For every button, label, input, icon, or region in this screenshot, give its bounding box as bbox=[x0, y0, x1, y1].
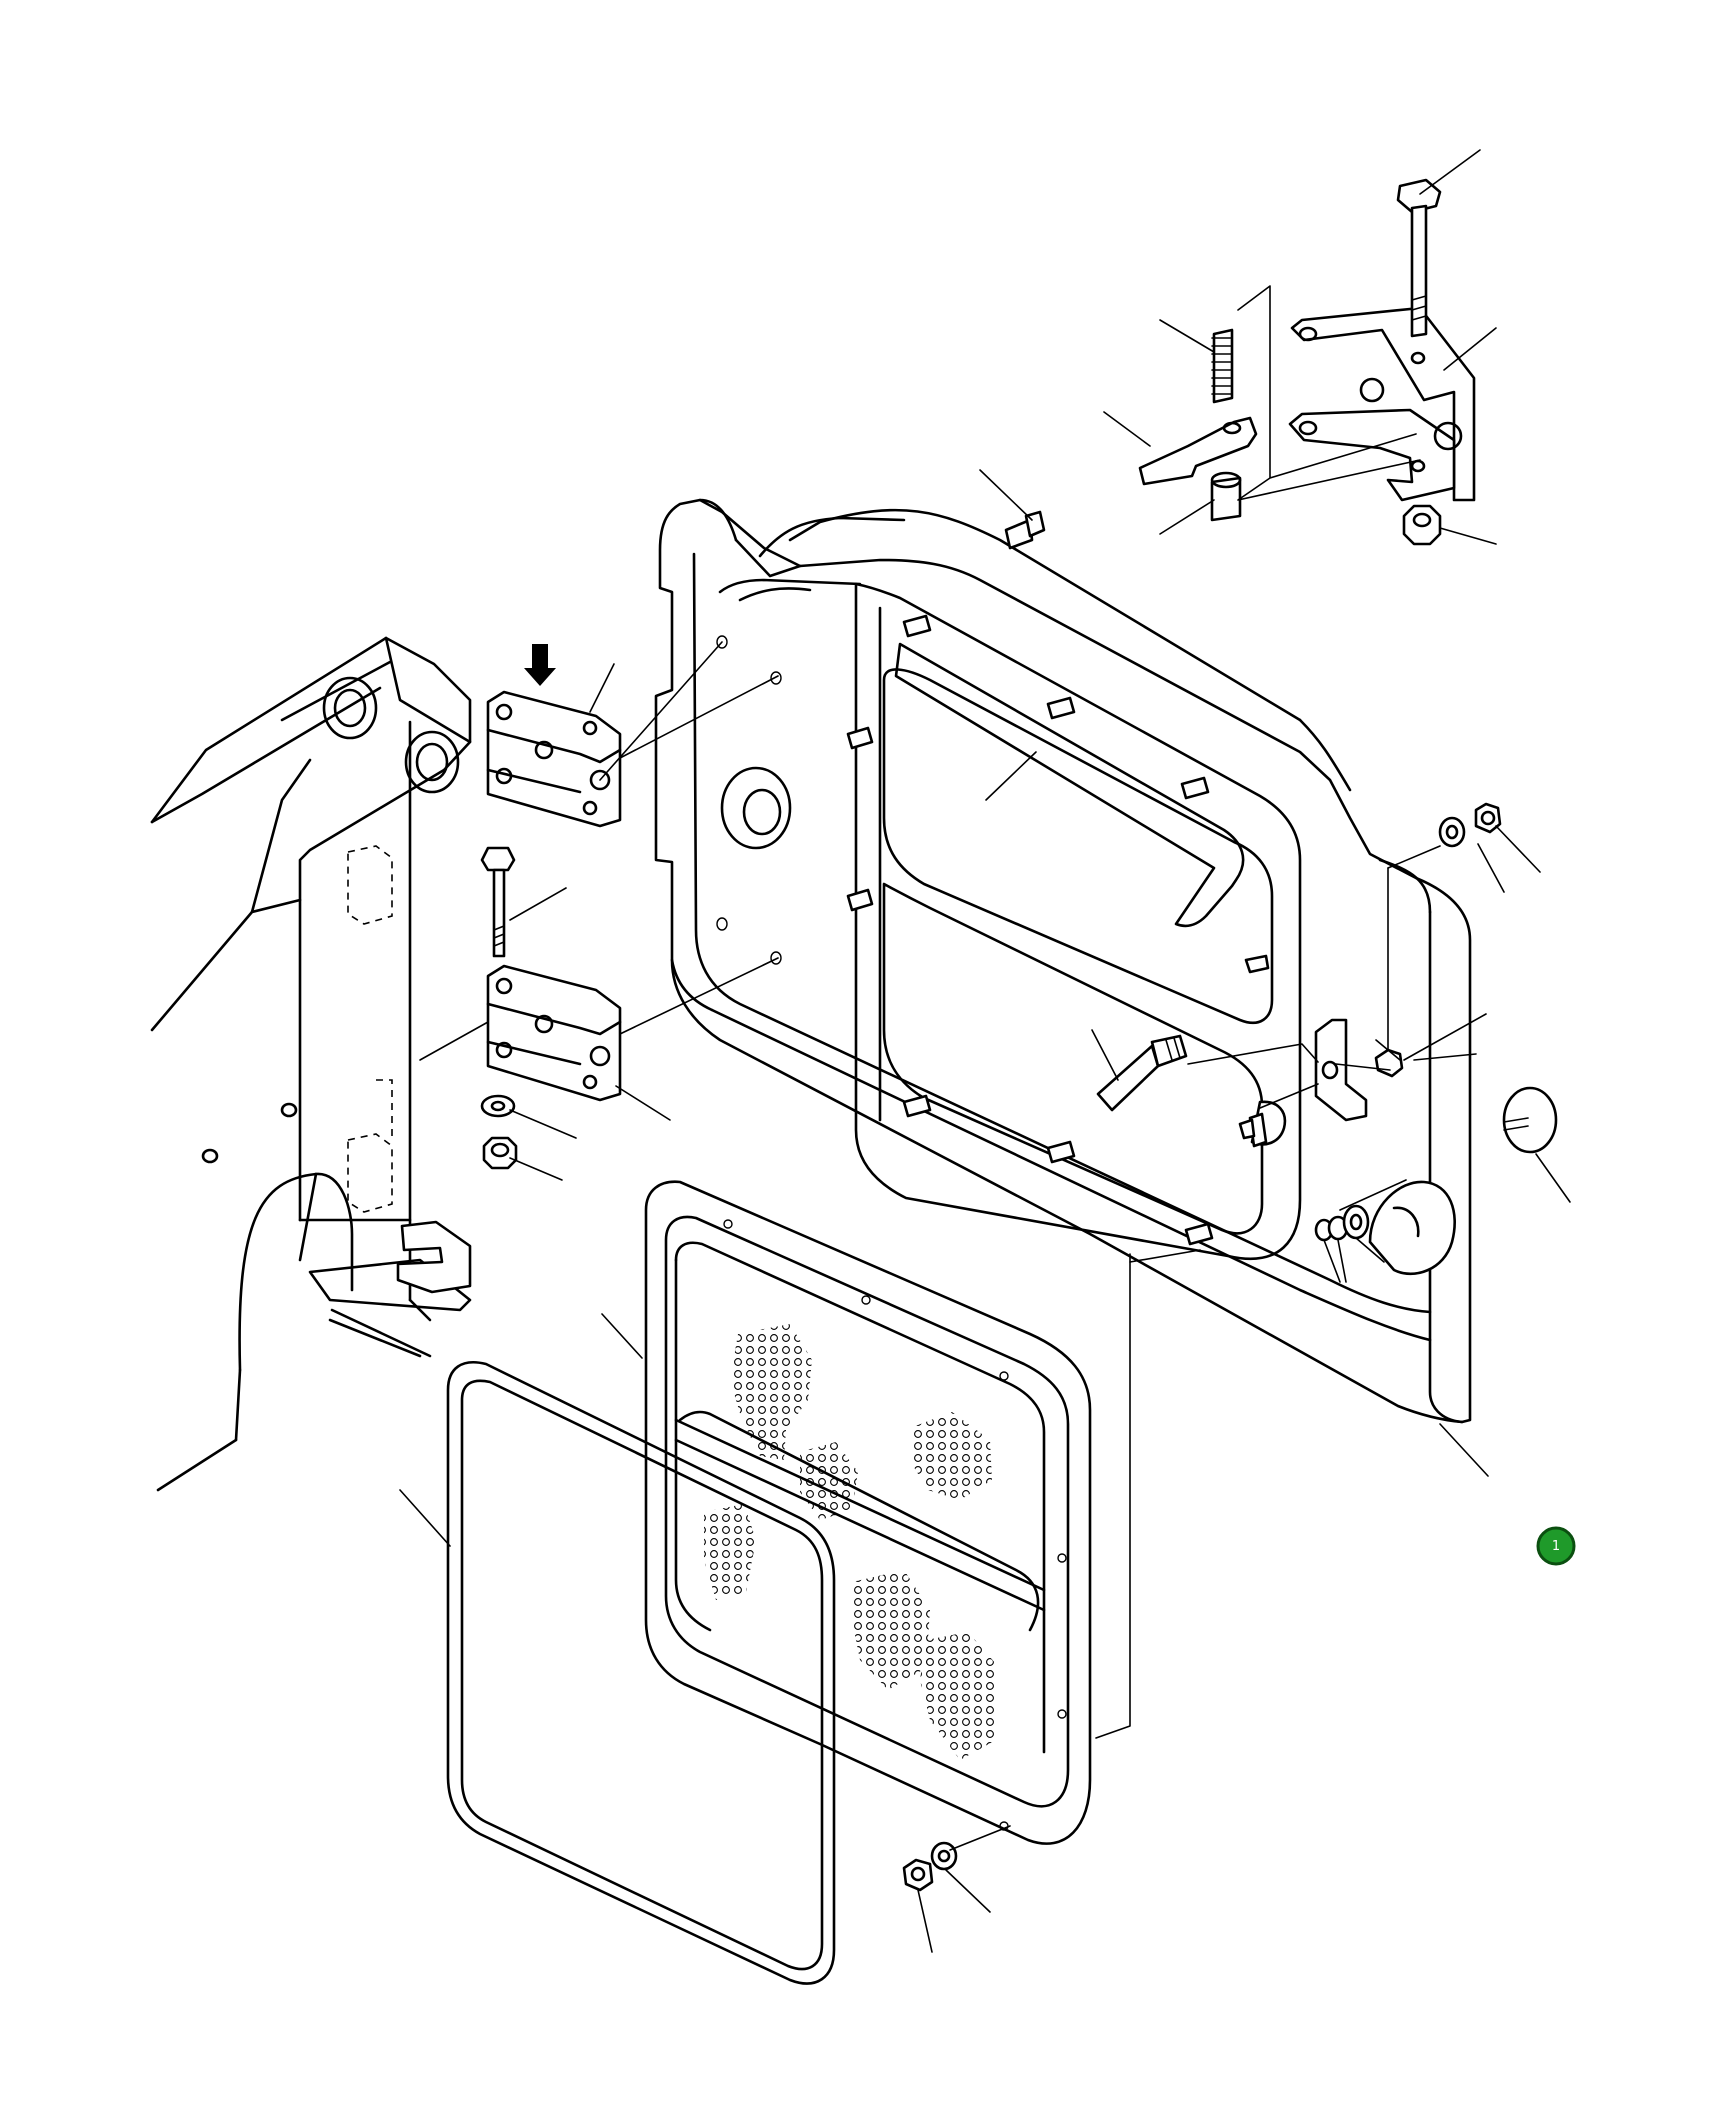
latch-bracket-l bbox=[396, 1220, 472, 1294]
reference-number-label: 1 bbox=[1552, 1539, 1560, 1554]
upper-hinge-bracket bbox=[486, 690, 622, 828]
latch-bushing-icon bbox=[1210, 471, 1242, 522]
screen-nut-icon bbox=[902, 1858, 934, 1892]
hinge-lock-nut-icon bbox=[482, 1136, 518, 1170]
machine-frame bbox=[150, 636, 472, 1492]
threaded-stud-icon bbox=[846, 614, 1270, 1246]
hinge-washer-icon bbox=[480, 1094, 516, 1118]
door-knob bbox=[1238, 1100, 1287, 1148]
door-frame bbox=[654, 498, 1472, 1424]
latch-mount-bracket bbox=[1288, 306, 1476, 502]
bracket-nut-icon bbox=[1359, 377, 1463, 451]
frame-washer-icon bbox=[1438, 816, 1466, 848]
frame-nut-icon bbox=[1374, 802, 1502, 1078]
small-washer-set-icon bbox=[1314, 1204, 1370, 1242]
frame-screw-icon bbox=[1004, 510, 1046, 550]
latch-bolt-long bbox=[1396, 178, 1442, 338]
lower-hinge-bracket bbox=[486, 964, 622, 1102]
latch-spring-icon bbox=[1211, 328, 1234, 404]
reference-number-badge: 1 bbox=[1536, 1526, 1576, 1566]
down-arrow-icon bbox=[524, 644, 556, 686]
door-latch-handle bbox=[1096, 1034, 1188, 1112]
screen-washer-icon bbox=[930, 1841, 958, 1871]
window-seal-gasket bbox=[446, 1361, 836, 1985]
frame-small-nut-icon bbox=[201, 1102, 298, 1164]
cover-cap-icon bbox=[1368, 1086, 1558, 1275]
latch-lock-nut-icon bbox=[1402, 504, 1442, 546]
perforated-screen-panel bbox=[644, 1180, 1092, 1845]
latch-lever bbox=[1138, 416, 1258, 486]
hinge-bolt-icon bbox=[534, 740, 611, 791]
hinge-nut-icon bbox=[534, 1014, 611, 1067]
hinge-pin-bolt bbox=[480, 846, 516, 958]
assembly-leader-lines bbox=[399, 149, 1571, 1953]
